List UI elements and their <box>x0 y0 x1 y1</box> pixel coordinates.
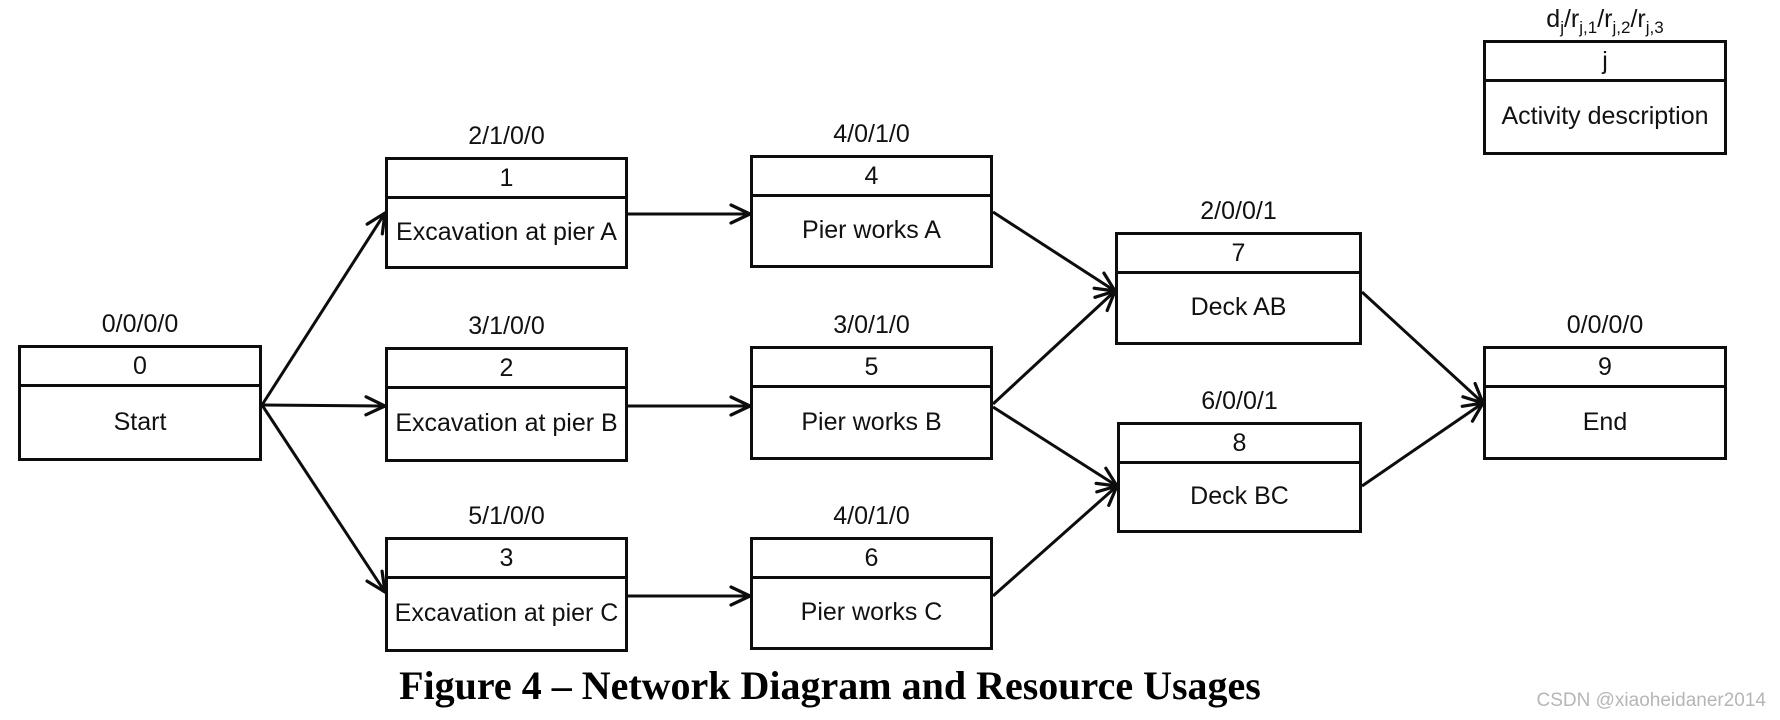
legend-description-row: Activity description <box>1501 102 1709 131</box>
edge-6-to-8 <box>992 486 1117 598</box>
node-2-resources-label: 3/1/0/0 <box>468 312 545 340</box>
node-9-description: End <box>1582 407 1628 436</box>
node-1-resources-label: 2/1/0/0 <box>468 122 545 150</box>
node-9-id: 9 <box>1486 349 1724 388</box>
edge-0-to-2 <box>261 405 385 406</box>
legend-box: j Activity description <box>1483 40 1727 155</box>
node-7-id: 7 <box>1118 235 1359 274</box>
node-8-resources-label: 6/0/0/1 <box>1201 387 1278 415</box>
edge-7-to-9 <box>1360 290 1483 403</box>
node-0-description: Start <box>113 407 167 436</box>
node-5-id: 5 <box>753 349 990 388</box>
node-7-resources-label: 2/0/0/1 <box>1200 197 1277 225</box>
node-9-resources-label: 0/0/0/0 <box>1566 311 1644 339</box>
node-4-description: Pier works A <box>802 216 941 245</box>
node-5-description: Pier works B <box>801 407 942 436</box>
edge-4-to-7 <box>992 210 1115 291</box>
node-6-description: Pier works C <box>800 598 943 627</box>
watermark-text: CSDN @xiaoheidaner2014 <box>1536 690 1766 711</box>
node-3-resources-label: 5/1/0/0 <box>468 502 545 530</box>
node-1-id: 1 <box>388 160 625 199</box>
edge-5-to-8 <box>992 405 1117 486</box>
node-3-id: 3 <box>388 540 625 579</box>
node-0-id: 0 <box>21 348 259 387</box>
node-1-description: Excavation at pier A <box>396 217 617 246</box>
node-3-description: Excavation at pier C <box>394 599 619 628</box>
node-4-resources-label: 4/0/1/0 <box>833 120 910 148</box>
node-8-id: 8 <box>1120 425 1359 464</box>
legend-formula-label: dj/rj,1/rj,2/rj,3 <box>1546 5 1664 37</box>
node-5-resources-label: 3/0/1/0 <box>833 311 910 339</box>
figure-caption: Figure 4 – Network Diagram and Resource … <box>399 663 1261 708</box>
node-8-description: Deck BC <box>1190 482 1289 511</box>
node-6-resources-label: 4/0/1/0 <box>833 502 910 530</box>
node-6-id: 6 <box>753 540 990 579</box>
edge-5-to-7 <box>991 291 1115 406</box>
legend-id-row: j <box>1486 43 1724 82</box>
edge-0-to-3 <box>260 404 385 592</box>
edge-0-to-1 <box>260 213 385 406</box>
edge-8-to-9 <box>1361 403 1483 488</box>
node-7-description: Deck AB <box>1190 293 1287 322</box>
node-0-resources-label: 0/0/0/0 <box>101 310 179 338</box>
node-2-description: Excavation at pier B <box>395 409 618 438</box>
node-4-id: 4 <box>753 158 990 197</box>
node-2-id: 2 <box>388 350 625 389</box>
